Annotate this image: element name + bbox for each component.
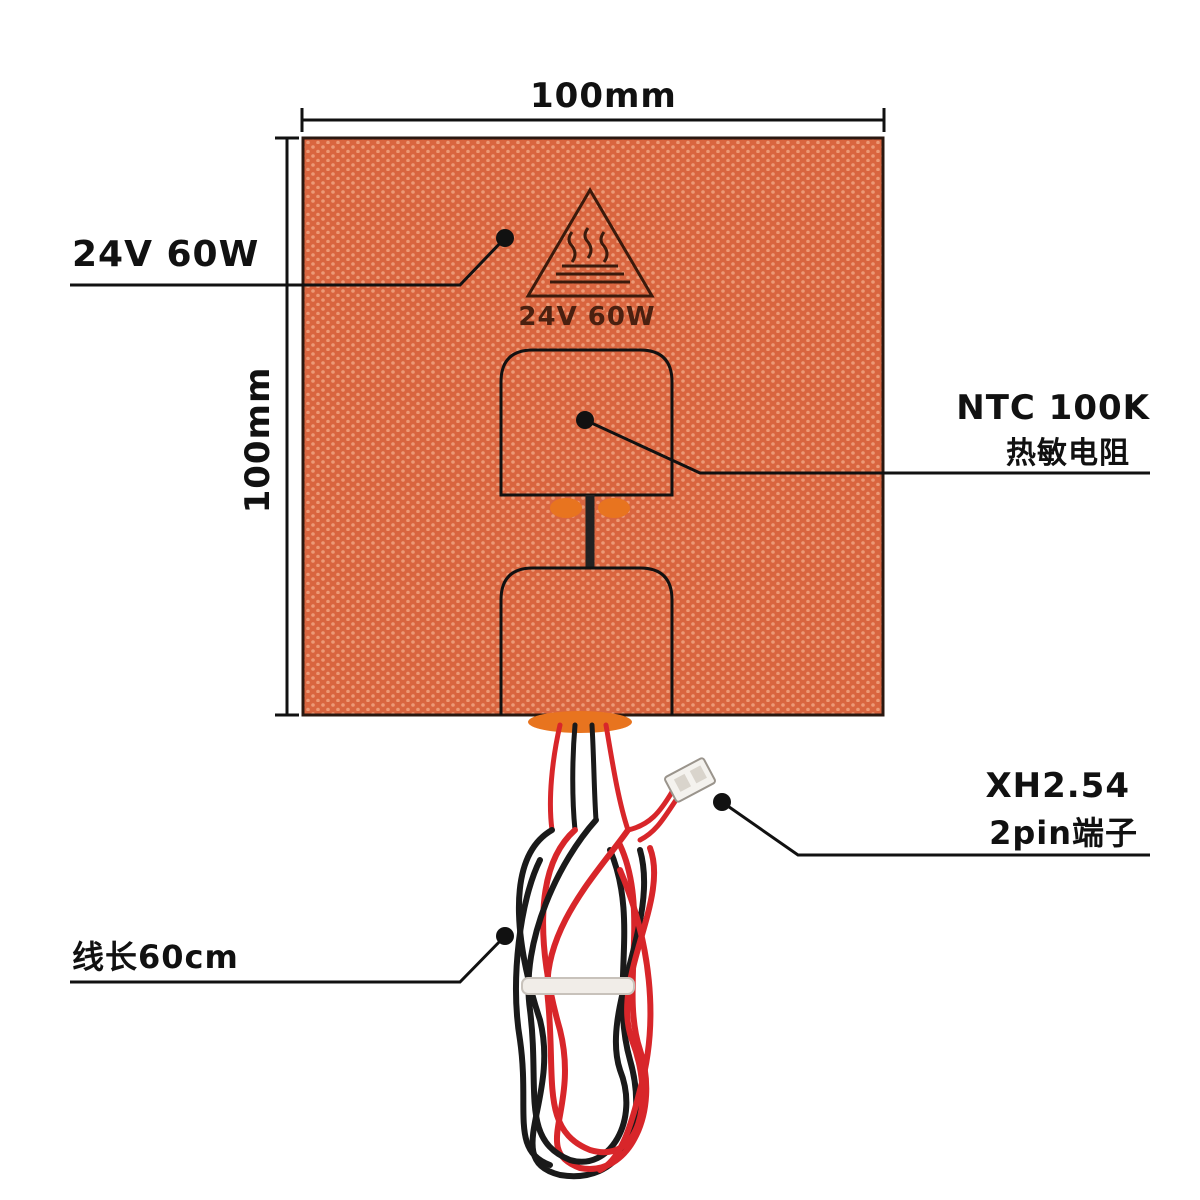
silicone-blob <box>550 498 582 518</box>
silicone-heater-pad <box>301 136 885 717</box>
thermistor-type-label: NTC 100K <box>956 388 1150 428</box>
wire-length-callout-dot <box>496 927 514 945</box>
thermistor-callout-line <box>584 418 1150 475</box>
terminal-zone <box>499 566 674 715</box>
hot-surface-warning-icon <box>525 187 655 298</box>
xh-connector <box>664 757 716 803</box>
wire-length-label: 线长60cm <box>72 938 239 976</box>
wire-coil <box>513 817 658 1180</box>
power-rating-label: 24V 60W <box>72 234 260 275</box>
connector-type-label: XH2.54 <box>985 766 1130 806</box>
wire-exit-silicone <box>528 711 632 733</box>
thermistor-zone <box>499 348 674 497</box>
silicone-blob <box>598 498 630 518</box>
pad-printed-rating: 24V 60W <box>518 302 656 332</box>
cable-tie <box>521 977 635 995</box>
power-callout-dot <box>496 229 514 247</box>
connector-desc-label: 2pin端子 <box>989 814 1138 852</box>
wire-length-callout-line <box>70 934 507 984</box>
thermistor-callout-dot <box>576 411 594 429</box>
connector-callout-line <box>721 800 1150 857</box>
power-callout-line <box>70 236 507 287</box>
wire-bundle <box>547 722 679 843</box>
thermistor-desc-label: 热敏电阻 <box>1006 436 1130 471</box>
width-label: 100mm <box>530 76 677 116</box>
height-dimension-line <box>275 136 299 717</box>
height-label: 100mm <box>238 366 278 514</box>
connector-callout-dot <box>713 793 731 811</box>
width-dimension-line <box>300 108 886 132</box>
